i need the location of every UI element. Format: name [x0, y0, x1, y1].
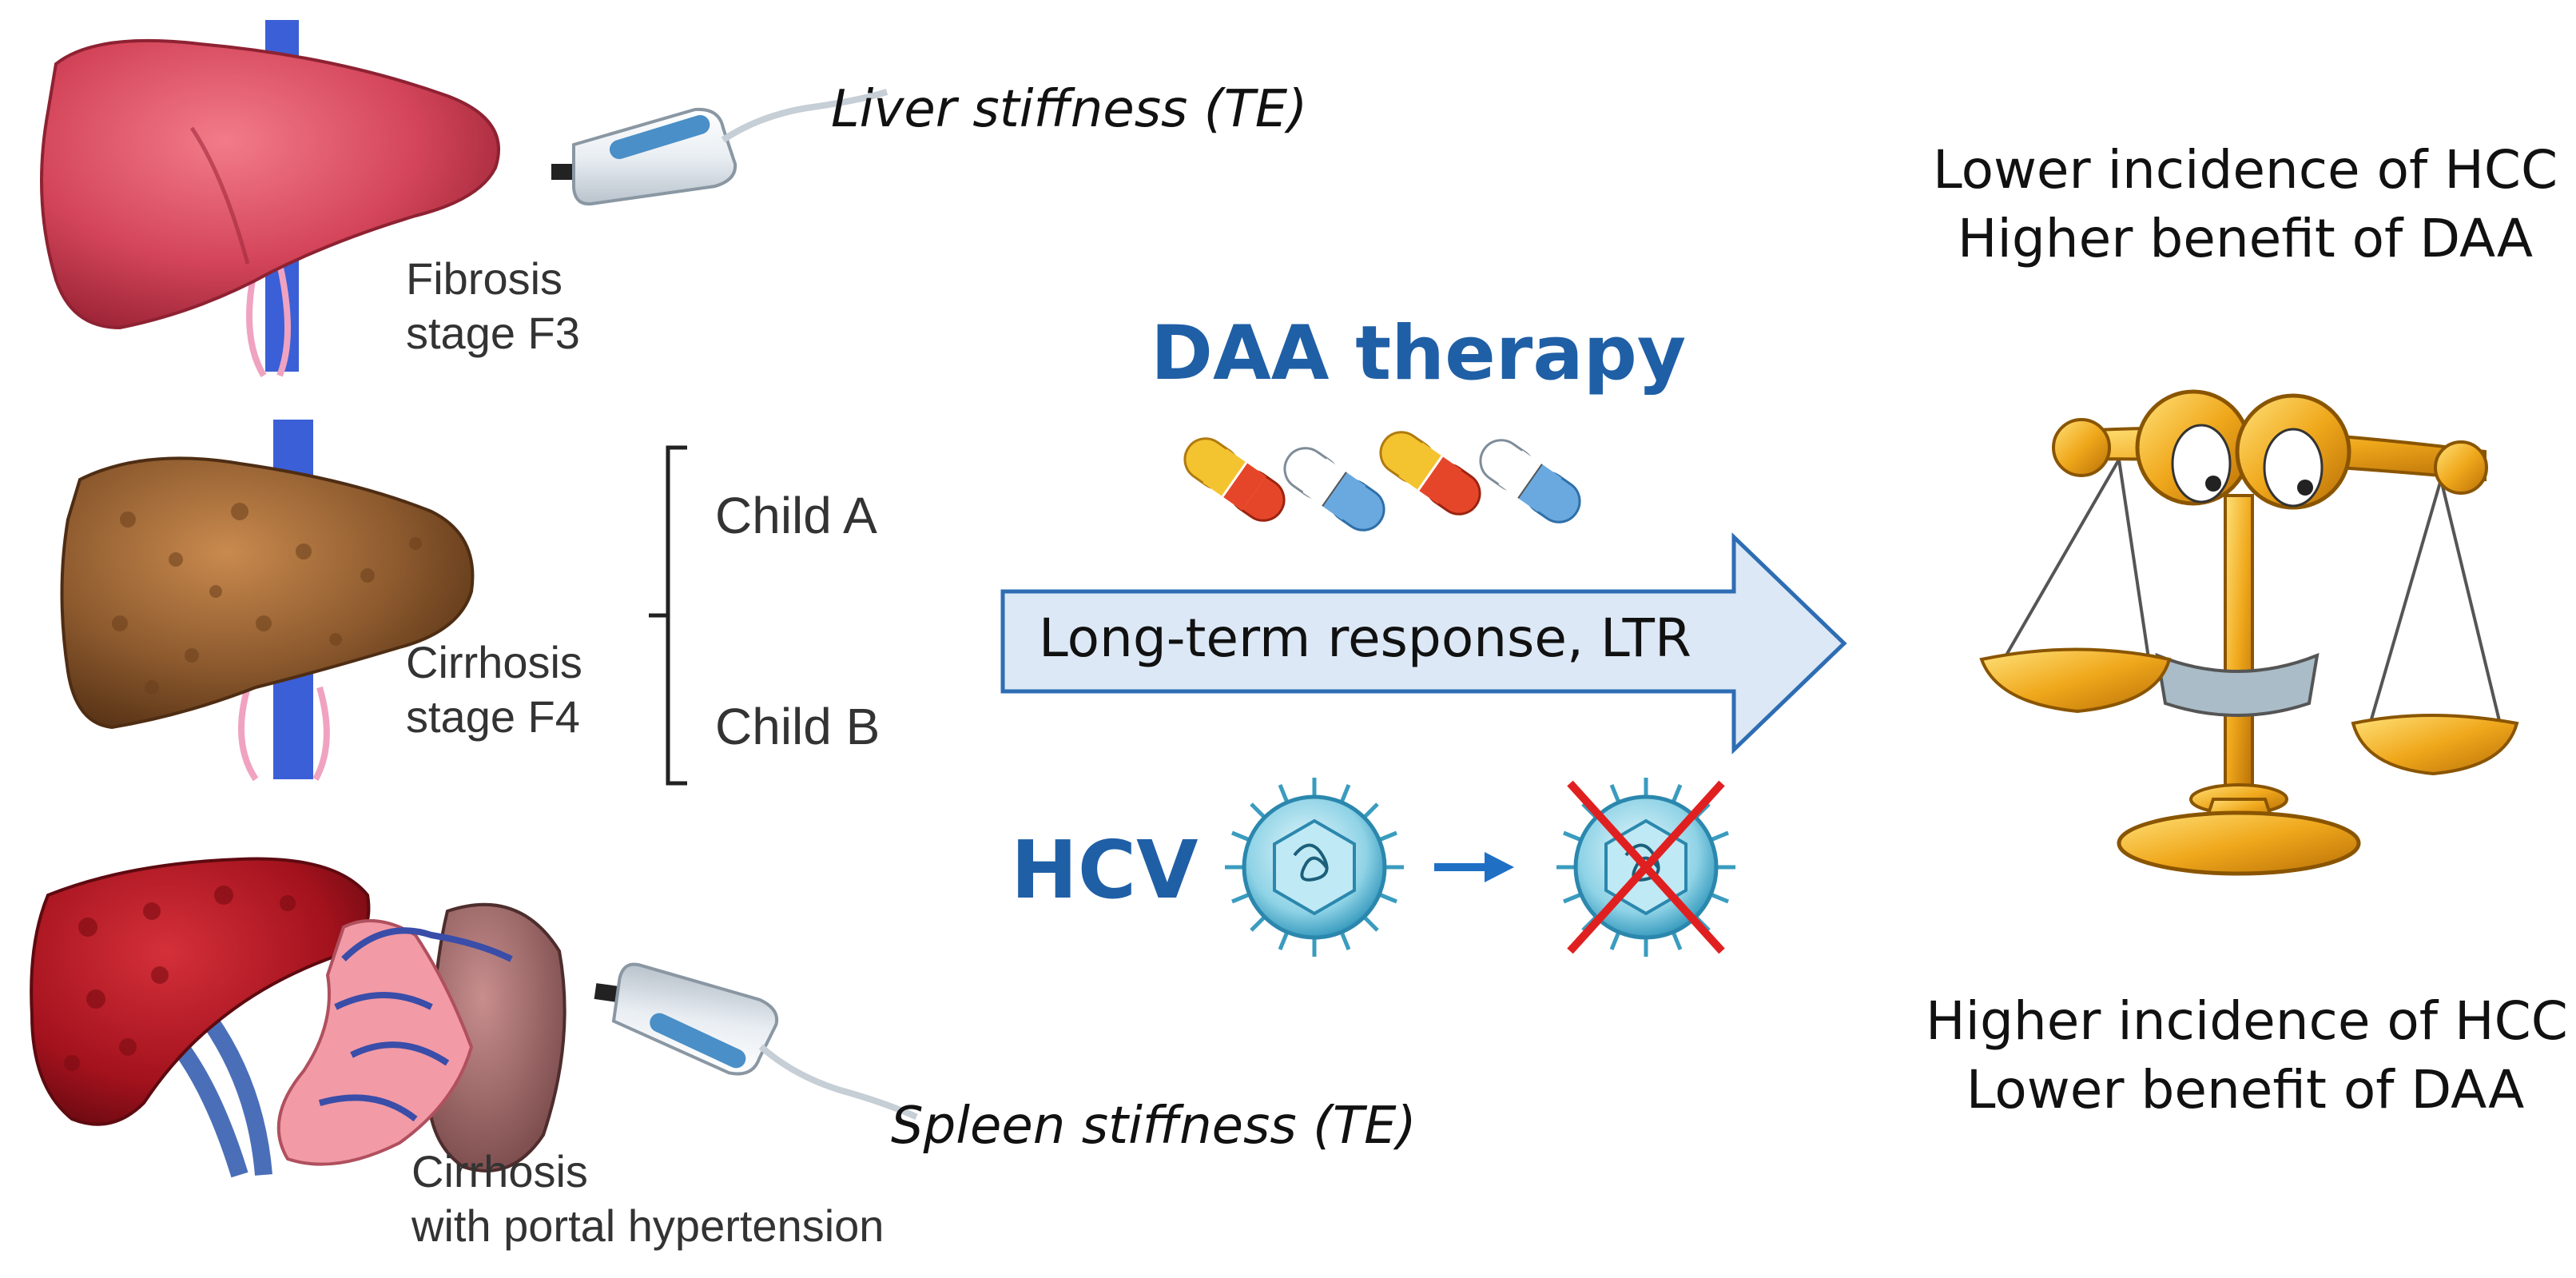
capsule-icon [1379, 431, 1481, 516]
liver-stiffness-label: Liver stiffness (TE) [831, 80, 1308, 139]
stage-ph-line1: Cirrhosis [411, 1146, 588, 1196]
ltr-arrow-shape [1000, 532, 1847, 754]
virus-icon [1225, 778, 1404, 957]
stage-ph-line2: with portal hypertension [411, 1200, 885, 1251]
capsule-icon [1479, 439, 1581, 524]
outcome-bottom: Higher incidence of HCC Lower benefit of… [1926, 987, 2568, 1125]
child-a-label: Child A [715, 487, 877, 544]
capsule-icon [1283, 447, 1385, 532]
stage-f3-label: Fibrosis stage F3 [406, 252, 580, 360]
child-b-label: Child B [715, 698, 881, 755]
ultrasound-probe-icon [584, 959, 932, 1117]
outcome-top: Lower incidence of HCC Higher benefit of… [1926, 136, 2565, 273]
outcome-top-line1: Lower incidence of HCC [1932, 139, 2558, 201]
right-arrow-icon [1434, 852, 1514, 882]
virus-eliminated-icon [1556, 778, 1735, 957]
stage-f4-line2: stage F4 [406, 691, 580, 742]
stage-f3-line2: stage F3 [406, 308, 580, 358]
spleen-stiffness-label: Spleen stiffness (TE) [891, 1097, 1417, 1156]
stage-f4-label: Cirrhosis stage F4 [406, 635, 582, 744]
hcv-label: HCV [1011, 823, 1199, 917]
capsule-icon [1183, 437, 1286, 522]
liver-spleen-portal-hypertension [30, 857, 566, 1178]
liver-healthy [40, 20, 500, 378]
outcome-bottom-line1: Higher incidence of HCC [1926, 990, 2568, 1052]
stage-portal-hypertension-label: Cirrhosis with portal hypertension [411, 1145, 884, 1253]
outcome-top-line2: Higher benefit of DAA [1957, 208, 2534, 269]
stage-f3-line1: Fibrosis [406, 253, 563, 304]
outcome-bottom-line2: Lower benefit of DAA [1966, 1059, 2525, 1121]
scale-icon [1979, 389, 2519, 876]
child-bracket [649, 445, 687, 786]
ltr-arrow-label: Long-term response, LTR [1039, 607, 1691, 669]
stage-f4-line1: Cirrhosis [406, 637, 582, 687]
therapy-title: DAA therapy [1151, 310, 1687, 397]
liver-cirrhotic [60, 420, 475, 782]
